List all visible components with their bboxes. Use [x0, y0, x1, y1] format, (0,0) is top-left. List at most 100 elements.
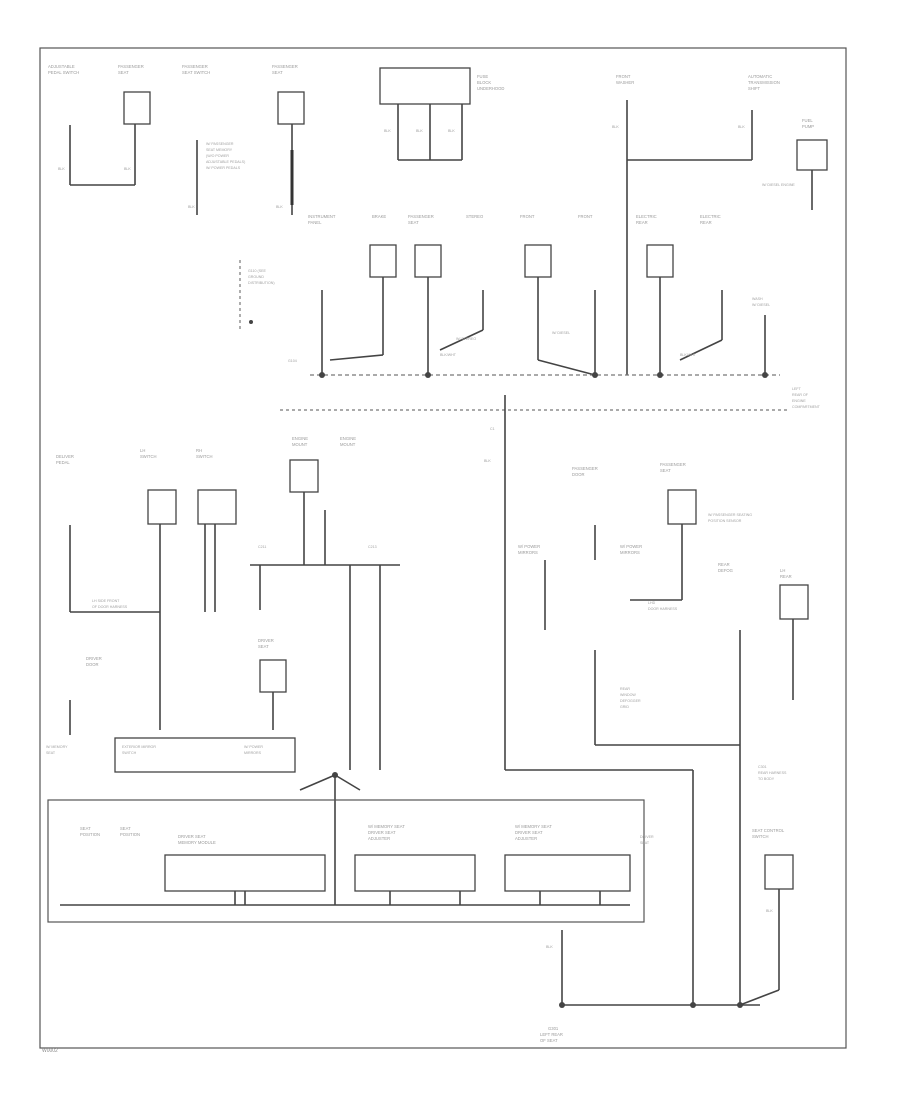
- svg-text:MEMORY MODULE: MEMORY MODULE: [178, 840, 216, 845]
- svg-text:EXTERIOR MIRROR: EXTERIOR MIRROR: [122, 745, 156, 749]
- svg-text:FRONT: FRONT: [616, 74, 631, 79]
- svg-text:REAR OF: REAR OF: [792, 393, 809, 397]
- svg-text:ENGINE: ENGINE: [340, 436, 356, 441]
- svg-text:TRANSMISSION: TRANSMISSION: [748, 80, 780, 85]
- svg-text:DRIVER SEAT: DRIVER SEAT: [178, 834, 206, 839]
- svg-text:W/ DIESEL: W/ DIESEL: [552, 331, 570, 335]
- svg-text:SEAT: SEAT: [272, 70, 283, 75]
- svg-text:W/ STEREO: W/ STEREO: [456, 337, 476, 341]
- svg-text:MIRRORS: MIRRORS: [244, 751, 262, 755]
- svg-text:W/ DIESEL: W/ DIESEL: [752, 303, 770, 307]
- svg-text:DOOR: DOOR: [86, 662, 99, 667]
- svg-text:COMPARTMENT: COMPARTMENT: [792, 405, 821, 409]
- svg-text:SEAT: SEAT: [258, 644, 269, 649]
- svg-text:FRONT: FRONT: [578, 214, 593, 219]
- svg-text:SEAT MEMORY: SEAT MEMORY: [206, 148, 233, 152]
- svg-text:LH: LH: [780, 568, 785, 573]
- svg-text:SEAT: SEAT: [80, 826, 91, 831]
- svg-text:(W/O POWER: (W/O POWER: [206, 154, 229, 158]
- svg-text:PASSENGER: PASSENGER: [408, 214, 434, 219]
- svg-text:C213: C213: [368, 545, 377, 549]
- svg-text:BLK/WHT: BLK/WHT: [440, 353, 457, 357]
- svg-text:ELECTRIC: ELECTRIC: [700, 214, 721, 219]
- diagram-border: [39, 47, 847, 1049]
- svg-text:W/ PASSENGER SEATING: W/ PASSENGER SEATING: [708, 513, 752, 517]
- svg-text:BLK: BLK: [612, 125, 619, 129]
- svg-text:PASSENGER: PASSENGER: [572, 466, 598, 471]
- svg-text:C1: C1: [490, 427, 495, 431]
- svg-text:C301: C301: [758, 765, 767, 769]
- svg-text:REAR HARNESS: REAR HARNESS: [758, 771, 787, 775]
- svg-text:WINDOW: WINDOW: [620, 693, 636, 697]
- top-center-connector: FUSE BLOCK UNDERHOOD BLK BLK BLK: [379, 67, 504, 161]
- svg-text:SEAT SWITCH: SEAT SWITCH: [182, 70, 210, 75]
- svg-text:REAR: REAR: [636, 220, 648, 225]
- svg-text:OF DOOR HARNESS: OF DOOR HARNESS: [92, 605, 128, 609]
- svg-text:DOOR HARNESS: DOOR HARNESS: [648, 607, 678, 611]
- svg-text:DISTRIBUTION): DISTRIBUTION): [248, 281, 275, 285]
- svg-text:PANEL: PANEL: [308, 220, 322, 225]
- svg-text:DRIVER SEAT: DRIVER SEAT: [368, 830, 396, 835]
- svg-text:REAR: REAR: [780, 574, 792, 579]
- svg-text:LHD: LHD: [648, 601, 656, 605]
- svg-text:UNDERHOOD: UNDERHOOD: [477, 86, 504, 91]
- middle-right-components: PASSENGER DOOR PASSENGER SEAT W/ PASSENG…: [518, 462, 809, 1006]
- top-right-components: FRONT WASHER AUTOMATIC TRANSMISSION SHIF…: [612, 74, 828, 375]
- svg-text:G104: G104: [288, 359, 297, 363]
- svg-text:BLK: BLK: [766, 909, 773, 913]
- bottom-ground: G301 LEFT REAR OF SEAT BLK: [540, 930, 760, 1043]
- lower-module-group: SEAT POSITION SEAT POSITION DRIVER SEAT …: [47, 799, 654, 923]
- svg-text:STEREO: STEREO: [466, 214, 484, 219]
- svg-text:SEAT: SEAT: [660, 468, 671, 473]
- svg-text:PEDAL: PEDAL: [56, 460, 70, 465]
- svg-text:BLK: BLK: [384, 129, 391, 133]
- svg-text:SHIFT: SHIFT: [748, 86, 761, 91]
- top-left-components: ADJUSTABLE PEDAL SWITCH PASSENGER SEAT P…: [48, 64, 305, 330]
- svg-text:DRIVER: DRIVER: [640, 835, 654, 839]
- svg-text:PUMP: PUMP: [802, 124, 814, 129]
- svg-text:POSITION: POSITION: [120, 832, 140, 837]
- svg-text:PASSENGER: PASSENGER: [118, 64, 144, 69]
- svg-text:BLK: BLK: [416, 129, 423, 133]
- svg-text:DRIVER: DRIVER: [258, 638, 274, 643]
- svg-text:SEAT: SEAT: [46, 751, 56, 755]
- svg-text:FUEL: FUEL: [802, 118, 813, 123]
- svg-text:SWITCH: SWITCH: [140, 454, 157, 459]
- svg-text:RH: RH: [196, 448, 202, 453]
- component-box-2: [277, 91, 305, 125]
- svg-text:LH: LH: [140, 448, 145, 453]
- svg-text:SEAT CONTROL: SEAT CONTROL: [752, 828, 785, 833]
- svg-text:POSITION SENSOR: POSITION SENSOR: [708, 519, 742, 523]
- svg-text:LEFT REAR: LEFT REAR: [540, 1032, 563, 1037]
- svg-text:ADJUSTABLE: ADJUSTABLE: [48, 64, 75, 69]
- svg-text:DEFOGGER: DEFOGGER: [620, 699, 641, 703]
- svg-text:W/ POWER: W/ POWER: [620, 544, 642, 549]
- svg-text:MOUNT: MOUNT: [292, 442, 308, 447]
- svg-text:W/ POWER PEDALS: W/ POWER PEDALS: [206, 166, 241, 170]
- svg-text:W/ POWER: W/ POWER: [518, 544, 540, 549]
- svg-text:W/ POWER: W/ POWER: [244, 745, 263, 749]
- svg-text:DELIVER: DELIVER: [56, 454, 74, 459]
- lower-left-junction: [299, 772, 361, 905]
- svg-text:GROUND: GROUND: [248, 275, 264, 279]
- svg-text:ADJUSTER: ADJUSTER: [368, 836, 390, 841]
- diagram-code: W0002: [42, 1048, 58, 1054]
- svg-text:ENGINE: ENGINE: [292, 436, 308, 441]
- svg-text:SEAT: SEAT: [120, 826, 131, 831]
- svg-text:WASH: WASH: [752, 297, 763, 301]
- svg-text:ADJUSTABLE PEDALS): ADJUSTABLE PEDALS): [206, 160, 245, 164]
- svg-text:PASSENGER: PASSENGER: [660, 462, 686, 467]
- svg-text:DEFOG: DEFOG: [718, 568, 733, 573]
- svg-text:BLK: BLK: [546, 945, 553, 949]
- svg-text:INSTRUMENT: INSTRUMENT: [308, 214, 336, 219]
- svg-text:C211: C211: [258, 545, 266, 549]
- svg-text:POSITION: POSITION: [80, 832, 100, 837]
- svg-text:BLK/WHT: BLK/WHT: [680, 353, 697, 357]
- svg-text:SEAT: SEAT: [640, 841, 650, 845]
- svg-text:OF SEAT: OF SEAT: [540, 1038, 558, 1043]
- svg-text:G110 (SEE: G110 (SEE: [248, 269, 267, 273]
- svg-text:GRID: GRID: [620, 705, 629, 709]
- svg-text:SWITCH: SWITCH: [122, 751, 137, 755]
